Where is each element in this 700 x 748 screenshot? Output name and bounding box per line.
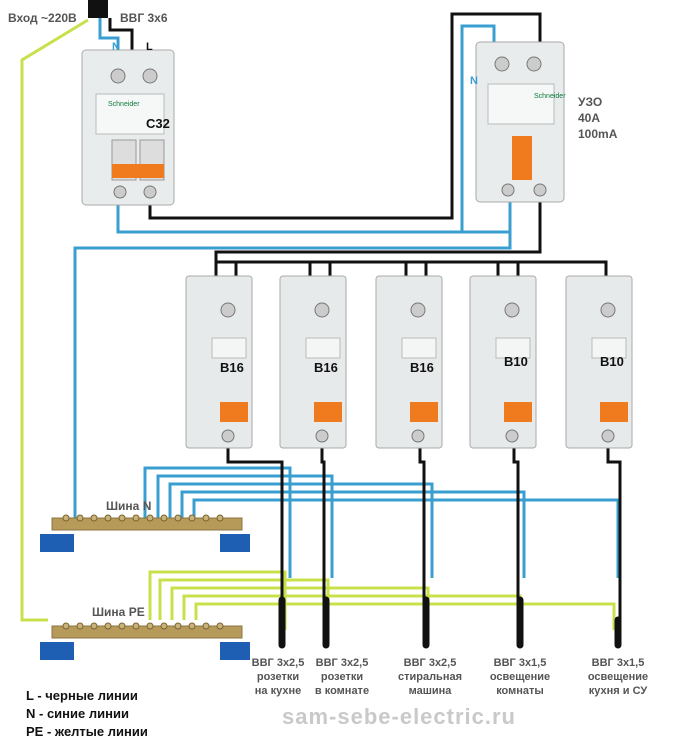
pe-bus-screws	[62, 622, 224, 630]
lever	[504, 402, 532, 422]
output-2: ВВГ 3x2,5 розетки в комнате	[315, 657, 369, 697]
output-cable: ВВГ 3x1,5	[494, 657, 547, 669]
input-l-label: L	[146, 41, 153, 53]
output-line2: на кухне	[255, 685, 301, 697]
rcd-name: УЗО	[578, 95, 602, 109]
breaker-5-rating: B10	[600, 354, 624, 369]
screw-top-left	[110, 68, 126, 84]
lever	[410, 402, 438, 422]
rcd-brand: Schneider	[534, 93, 566, 100]
main-breaker: Schneider C32	[81, 49, 175, 206]
legend-pe: PE - желтые линии	[26, 724, 148, 739]
screw-bottom	[601, 429, 615, 443]
output-5: ВВГ 3x1,5 освещение кухня и СУ	[588, 657, 648, 697]
input-cable-label: ВВГ 3x6	[120, 11, 168, 25]
output-line1: розетки	[257, 671, 299, 683]
output-3: ВВГ 3x2,5 стиральная машина	[398, 657, 462, 697]
lever	[314, 402, 342, 422]
rcd-screw-left	[494, 56, 510, 72]
breaker-4-rating: B10	[504, 354, 528, 369]
rcd-n-label: N	[470, 75, 478, 87]
pe-bus-label: Шина PE	[92, 605, 145, 619]
input-label: Вход ~220В	[8, 11, 77, 25]
main-breaker-rating: C32	[146, 116, 170, 131]
cable-ends	[278, 596, 622, 649]
screw-bottom	[315, 429, 329, 443]
output-1: ВВГ 3x2,5 розетки на кухне	[252, 657, 305, 697]
screw-top	[410, 302, 426, 318]
pe-bus-cap-right	[220, 642, 250, 660]
screw-bottom-left	[113, 185, 127, 199]
rcd-screw-right	[526, 56, 542, 72]
main-breaker-brand: Schneider	[108, 101, 140, 108]
rcd-current: 40A	[578, 111, 600, 125]
legend-l: L - черные линии	[26, 688, 138, 703]
output-line2: кухня и СУ	[589, 685, 648, 697]
screw-top	[314, 302, 330, 318]
screw-top	[220, 302, 236, 318]
screw-top	[600, 302, 616, 318]
output-4: ВВГ 3x1,5 освещение комнаты	[490, 657, 550, 697]
pe-wires	[20, 18, 616, 630]
neutral-wires	[73, 18, 620, 578]
rcd: Schneider	[475, 41, 566, 203]
rcd-leak: 100mA	[578, 127, 618, 141]
breaker-1-rating: B16	[220, 360, 244, 375]
lever	[600, 402, 628, 422]
output-line1: освещение	[588, 671, 648, 683]
output-cable: ВВГ 3x2,5	[252, 657, 305, 669]
screw-top	[504, 302, 520, 318]
output-cable: ВВГ 3x2,5	[404, 657, 457, 669]
breaker-2	[279, 275, 347, 449]
breaker-3	[375, 275, 443, 449]
pe-bus	[40, 622, 250, 660]
breaker-5	[565, 275, 633, 449]
neutral-bus-cap-left	[40, 534, 74, 552]
screw-bottom-right	[143, 185, 157, 199]
screw-bottom	[411, 429, 425, 443]
lever	[112, 164, 164, 178]
breaker-3-rating: B16	[410, 360, 434, 375]
breaker-2-rating: B16	[314, 360, 338, 375]
breaker-1	[185, 275, 253, 449]
breaker-4	[469, 275, 537, 449]
neutral-bus-cap-right	[220, 534, 250, 552]
output-line1: освещение	[490, 671, 550, 683]
rcd-lever	[512, 136, 532, 180]
pe-bus-cap-left	[40, 642, 74, 660]
output-line1: розетки	[321, 671, 363, 683]
neutral-bus-screws	[62, 514, 224, 522]
output-line2: комнаты	[496, 685, 544, 697]
neutral-bus-label: Шина N	[106, 499, 151, 513]
lever	[220, 402, 248, 422]
watermark: sam-sebe-electric.ru	[282, 704, 516, 729]
rcd-screw-bottom-left	[501, 183, 515, 197]
output-line2: машина	[409, 685, 453, 697]
input-terminal	[88, 0, 108, 18]
screw-bottom	[221, 429, 235, 443]
screw-bottom	[505, 429, 519, 443]
rcd-screw-bottom-right	[533, 183, 547, 197]
output-cable: ВВГ 3x1,5	[592, 657, 645, 669]
output-line1: стиральная	[398, 671, 462, 683]
legend: L - черные линии N - синие линии PE - же…	[26, 688, 148, 739]
output-line2: в комнате	[315, 685, 369, 697]
neutral-bus	[40, 514, 250, 552]
output-cable: ВВГ 3x2,5	[316, 657, 369, 669]
legend-n: N - синие линии	[26, 706, 129, 721]
screw-top-right	[142, 68, 158, 84]
input-n-label: N	[112, 41, 120, 53]
phase-wires	[108, 12, 622, 640]
